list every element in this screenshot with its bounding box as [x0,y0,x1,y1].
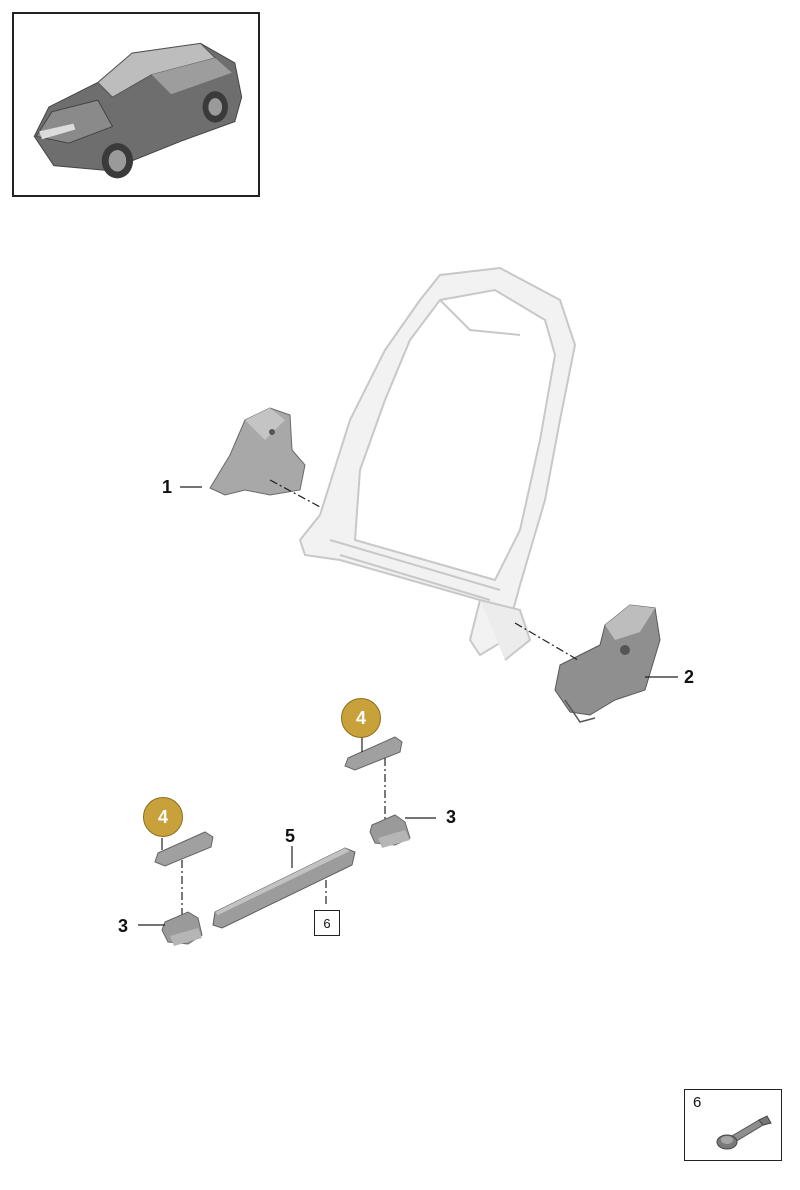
callout-2[interactable]: 2 [684,667,695,687]
callout-4-upper-highlight[interactable]: 4 [341,698,381,738]
bolt-icon [716,1115,772,1150]
vehicle-thumbnail [12,12,260,197]
part-2-recliner-mechanism [554,604,661,723]
part-4-upper-cover [344,736,403,771]
part-5-rail [212,847,356,929]
callout-5[interactable]: 5 [285,826,296,846]
leader-1-dash [269,479,323,509]
callout-4-lower-highlight[interactable]: 4 [143,797,183,837]
legend-number: 6 [693,1094,702,1111]
seat-backrest-frame [298,266,577,661]
callout-3-upper[interactable]: 3 [446,807,457,827]
reference-box-6[interactable]: 6 [314,910,340,936]
car-illustration [33,42,243,179]
callout-3-lower[interactable]: 3 [118,916,129,936]
part-1-bracket [209,407,306,496]
leader-2-dash [514,622,579,661]
part-6-legend: 6 [684,1089,782,1161]
part-3-lower-clip [161,911,203,946]
part-4-lower-cover [154,831,214,867]
callout-1[interactable]: 1 [162,477,173,497]
part-3-upper-clip [369,814,411,848]
